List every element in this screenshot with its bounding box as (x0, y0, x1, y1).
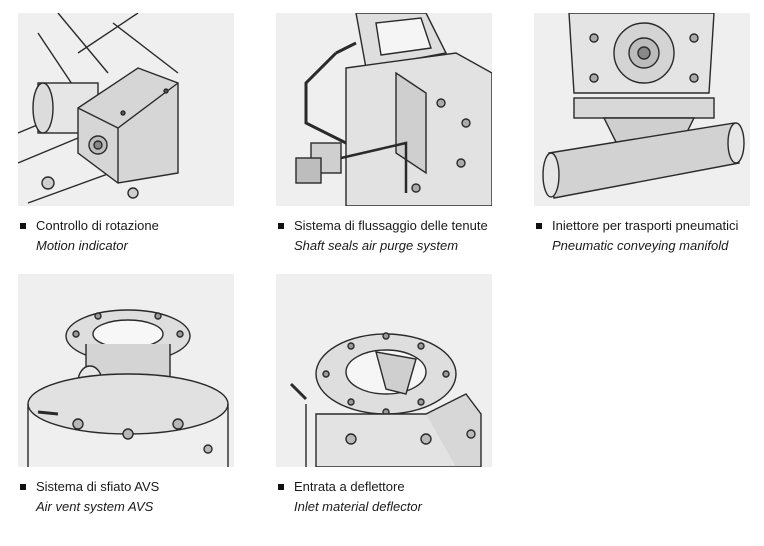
inlet-deflector-illustration (276, 274, 492, 467)
caption-italian: Iniettore per trasporti pneumatici (552, 218, 739, 233)
caption-italian: Controllo di rotazione (36, 218, 159, 233)
accessory-card-shaft-seals-purge: Sistema di flussaggio delle tenute Shaft… (276, 13, 496, 256)
bullet-icon (20, 484, 26, 490)
caption-italian: Sistema di flussaggio delle tenute (294, 218, 488, 233)
bullet-icon (20, 223, 26, 229)
caption-english: Inlet material deflector (294, 499, 422, 514)
bullet-icon (278, 484, 284, 490)
caption-english: Pneumatic conveying manifold (552, 238, 729, 253)
air-vent-system-illustration (18, 274, 234, 467)
caption-italian: Entrata a deflettore (294, 479, 405, 494)
caption-english: Shaft seals air purge system (294, 238, 459, 253)
motion-indicator-illustration (18, 13, 234, 206)
accessory-card-motion-indicator: Controllo di rotazione Motion indicator (18, 13, 238, 256)
caption-english: Motion indicator (36, 238, 128, 253)
caption-english: Air vent system AVS (36, 499, 154, 514)
shaft-seals-purge-illustration (276, 13, 492, 206)
accessory-card-inlet-deflector: Entrata a deflettore Inlet material defl… (276, 274, 496, 517)
bullet-icon (278, 223, 284, 229)
pneumatic-manifold-illustration (534, 13, 750, 206)
caption-italian: Sistema di sfiato AVS (36, 479, 160, 494)
bullet-icon (536, 223, 542, 229)
accessory-card-air-vent-system: Sistema di sfiato AVS Air vent system AV… (18, 274, 238, 517)
accessory-card-pneumatic-manifold: Iniettore per trasporti pneumatici Pneum… (534, 13, 754, 256)
